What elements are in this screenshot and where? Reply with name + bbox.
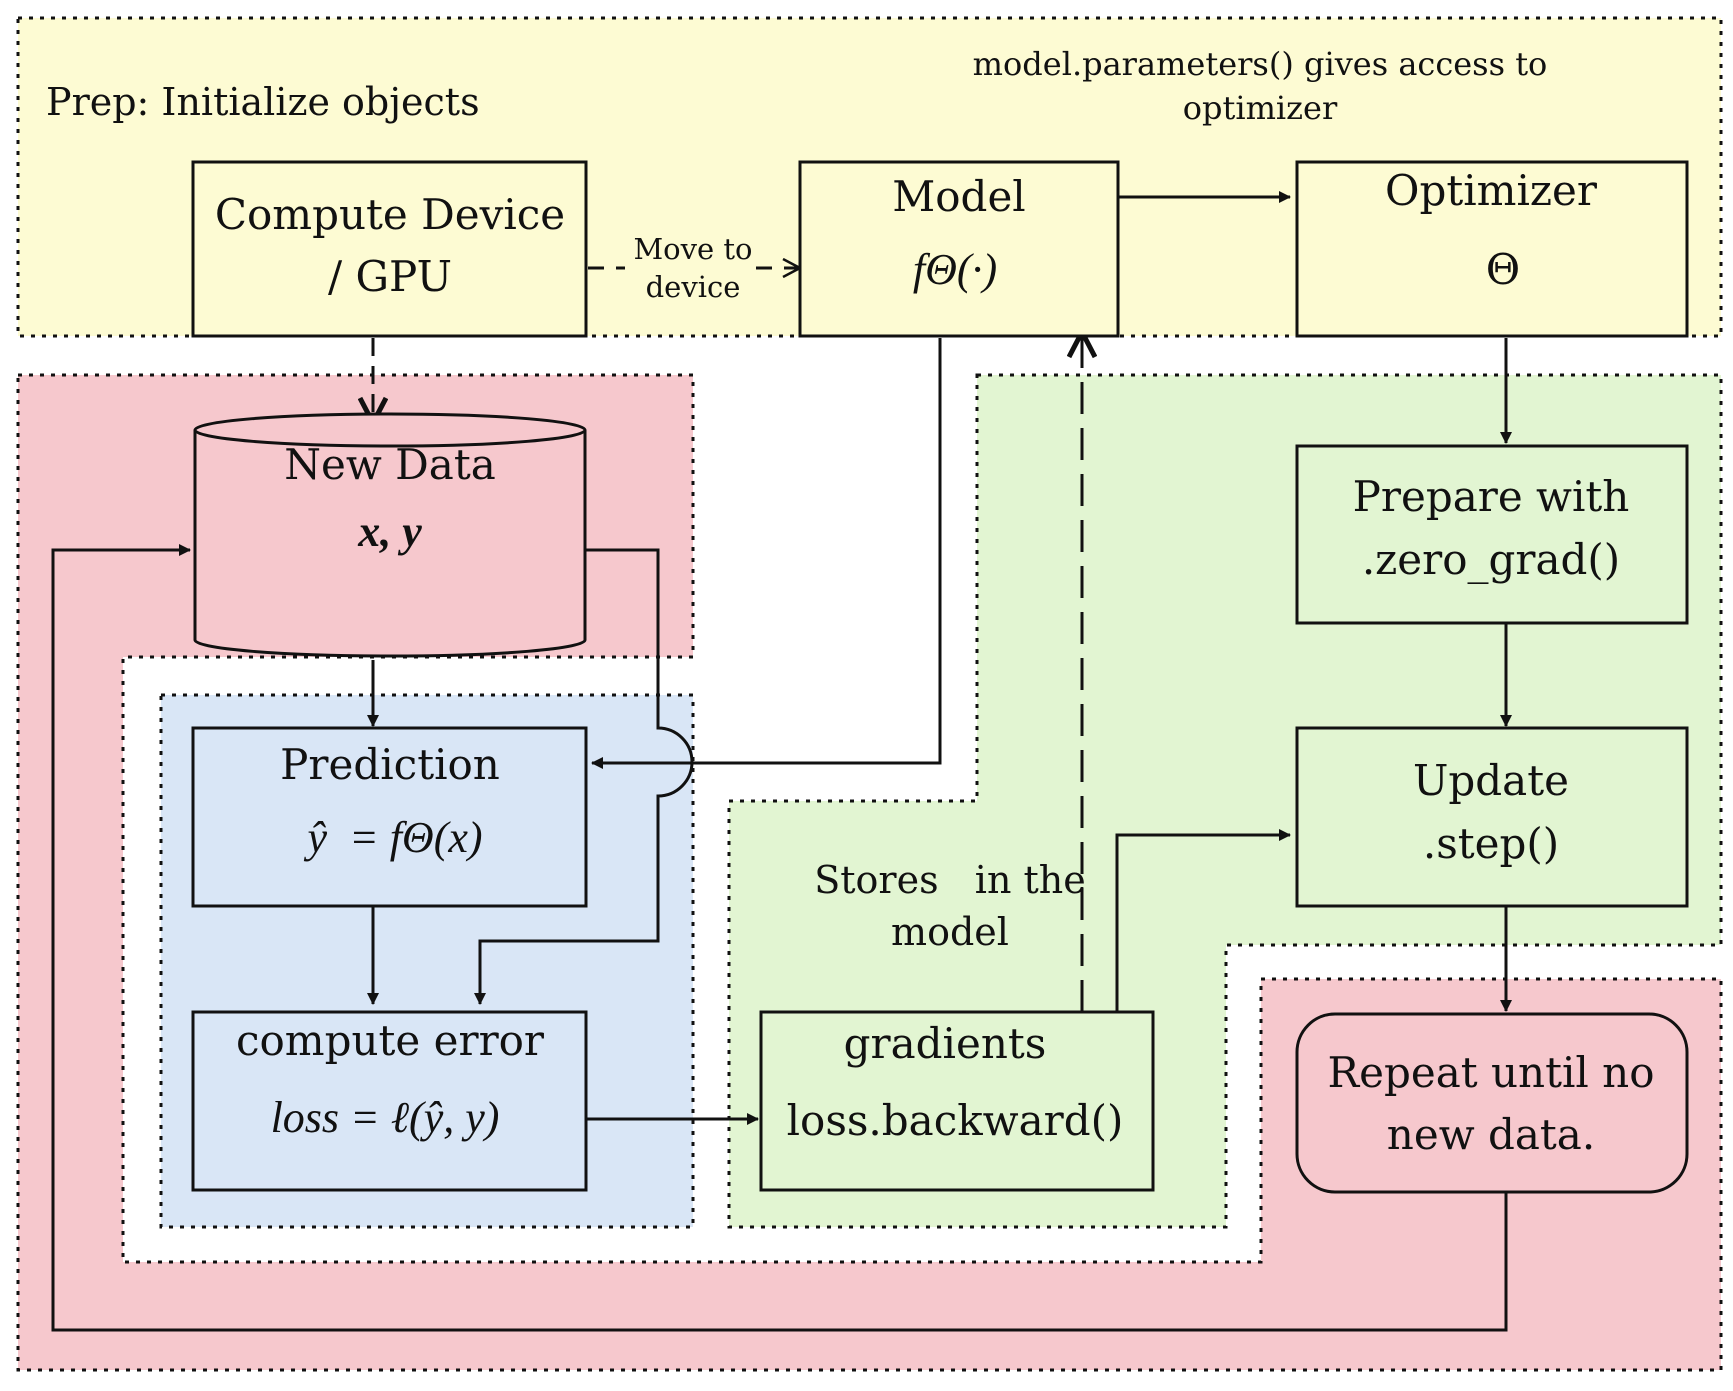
compute-error-box: compute error loss = ℓ(ŷ, y) [191, 1010, 588, 1192]
cylinder-top [193, 412, 587, 448]
update-box: Update .step() [1295, 726, 1689, 908]
prep-label: Prep: Initialize objects [46, 80, 480, 124]
prepare-line-2: .zero_grad() [1362, 535, 1620, 584]
repeat-line-2: new data. [1387, 1110, 1595, 1159]
compute-error-rect [191, 1010, 588, 1192]
update-rect [1295, 726, 1689, 908]
repeat-to-data-arrow [51, 544, 1508, 1332]
prep-note-line-2: optimizer [1183, 89, 1338, 127]
data-to-error-arrow [474, 548, 694, 1005]
new-data-title: New Data [284, 440, 496, 489]
optimizer-title: Optimizer [1385, 166, 1598, 215]
prediction-box: Prediction ŷ = fΘ(x) [191, 726, 588, 908]
new-data-vars: x, y [357, 507, 422, 556]
stores-note-line-1: Stores in the [814, 858, 1086, 902]
repeat-line-1: Repeat until no [1327, 1048, 1654, 1097]
move-label-line-2: device [646, 270, 741, 304]
update-line-2: .step() [1423, 819, 1559, 868]
prepare-line-1: Prepare with [1353, 472, 1630, 521]
optimizer-box: Optimizer Θ [1295, 160, 1689, 338]
new-data-cylinder: New Data x, y [193, 412, 587, 658]
stores-note-line-2: model [891, 910, 1009, 954]
prepare-rect [1295, 444, 1689, 625]
gradients-rect [759, 1010, 1155, 1192]
gradients-title: gradients [844, 1019, 1047, 1068]
optimizer-symbol: Θ [1486, 245, 1520, 294]
compute-device-line-1: Compute Device [215, 190, 565, 239]
compute-device-rect [191, 160, 588, 338]
update-line-1: Update [1413, 756, 1569, 805]
gradients-box: gradients loss.backward() [759, 1010, 1155, 1192]
model-formula: fΘ(·) [913, 245, 997, 294]
prep-note-line-1: model.parameters() gives access to [973, 45, 1548, 83]
gradients-to-update-arrow [1115, 829, 1291, 1012]
compute-error-formula: loss = ℓ(ŷ, y) [271, 1093, 500, 1142]
model-to-prediction-arrow [591, 338, 942, 769]
model-title: Model [892, 172, 1025, 221]
compute-device-box: Compute Device / GPU [191, 160, 588, 338]
gradients-call: loss.backward() [787, 1096, 1124, 1145]
optimizer-rect [1295, 160, 1689, 338]
move-label-line-1: Move to [633, 232, 752, 266]
prediction-rect [191, 726, 588, 908]
prediction-formula: ŷ = fΘ(x) [303, 813, 482, 862]
prepare-box: Prepare with .zero_grad() [1295, 444, 1689, 625]
model-rect [798, 160, 1120, 338]
compute-device-line-2: / GPU [328, 252, 452, 301]
model-box: Model fΘ(·) [798, 160, 1120, 338]
move-label-bg [625, 232, 755, 304]
cylinder-body [193, 430, 587, 658]
prediction-title: Prediction [280, 740, 500, 789]
repeat-rect [1295, 1012, 1689, 1194]
repeat-box: Repeat until no new data. [1295, 1012, 1689, 1194]
compute-error-title: compute error [236, 1016, 545, 1065]
